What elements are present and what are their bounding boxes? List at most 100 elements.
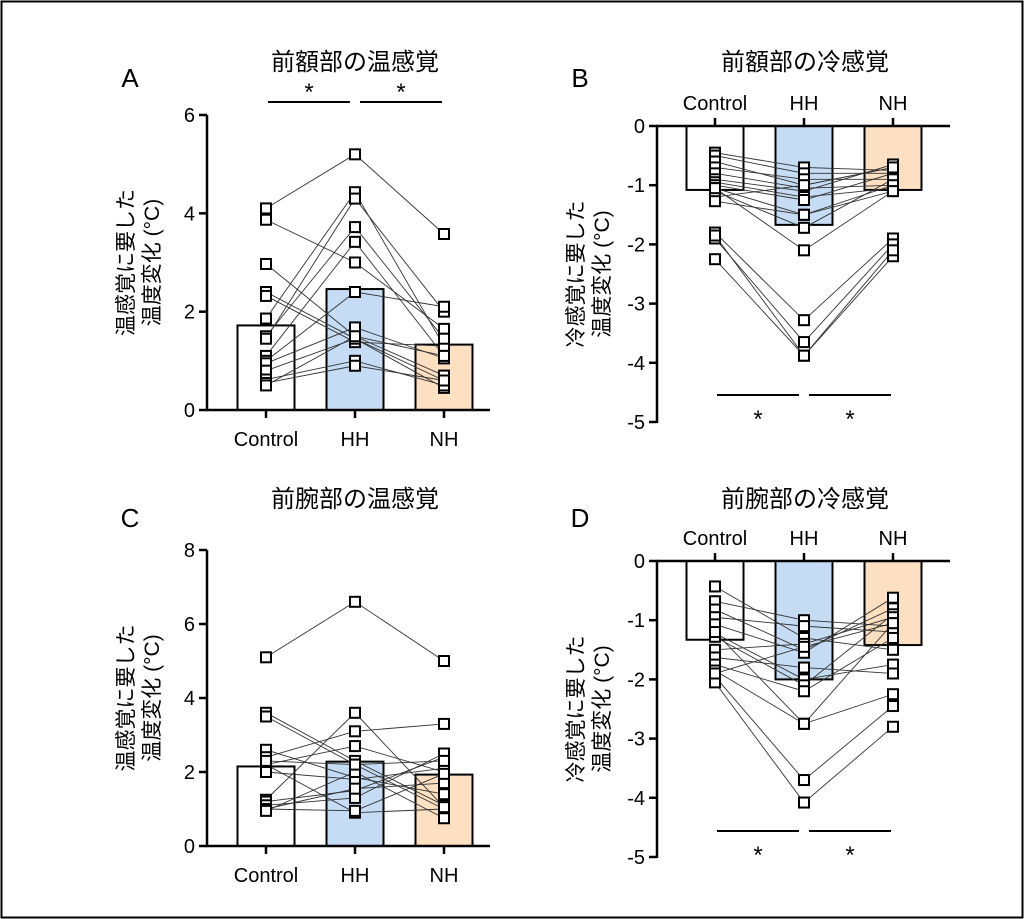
- significance-asterisk: *: [753, 406, 762, 433]
- data-point: [798, 774, 810, 787]
- data-point: [349, 740, 361, 753]
- data-point: [349, 359, 361, 372]
- x-tick-label: HH: [341, 865, 370, 887]
- data-point: [887, 720, 899, 733]
- data-point: [438, 812, 450, 825]
- data-point: [260, 213, 272, 226]
- x-tick-label: HH: [341, 429, 370, 451]
- data-point: [798, 179, 810, 192]
- y-tick-label: -4: [627, 353, 645, 375]
- data-point: [798, 314, 810, 327]
- data-point: [798, 796, 810, 809]
- x-tick-label: NH: [430, 865, 459, 887]
- y-tick-label: 2: [184, 302, 195, 324]
- y-tick-label: -2: [627, 234, 645, 256]
- x-tick-label: Control: [234, 865, 298, 887]
- significance-asterisk: *: [753, 842, 762, 869]
- data-point: [349, 804, 361, 817]
- x-tick-label: NH: [879, 528, 908, 550]
- data-point: [260, 289, 272, 302]
- y-tick-label: -5: [627, 847, 645, 869]
- data-point: [260, 202, 272, 215]
- data-point: [798, 336, 810, 349]
- data-point: [438, 322, 450, 335]
- y-axis-label: 冷感覚に要した温度変化 (°C): [565, 636, 614, 783]
- data-point: [438, 655, 450, 667]
- data-point: [887, 617, 899, 630]
- x-tick-label: NH: [430, 429, 459, 451]
- panel-letter: B: [571, 63, 588, 93]
- data-point: [709, 626, 721, 639]
- panel-title: 前腕部の冷感覚: [721, 486, 889, 513]
- data-point: [798, 661, 810, 674]
- y-axis-label-line: 温度変化 (°C): [591, 210, 614, 337]
- data-point: [349, 706, 361, 719]
- data-point: [438, 227, 450, 240]
- y-tick-label: 0: [634, 116, 645, 138]
- y-tick-label: 0: [184, 400, 195, 422]
- data-point: [438, 300, 450, 313]
- y-axis-label-line: 温度変化 (°C): [141, 199, 164, 326]
- data-point: [349, 221, 361, 234]
- y-tick-label: -3: [627, 729, 645, 751]
- y-axis-label-line: 温感覚に要した: [115, 625, 138, 772]
- x-tick-label: Control: [683, 93, 747, 115]
- data-point: [887, 688, 899, 701]
- x-tick-label: Control: [683, 528, 747, 550]
- panel-letter: D: [571, 503, 590, 533]
- y-tick-label: -1: [627, 610, 645, 632]
- x-tick-label: HH: [790, 528, 819, 550]
- data-point: [887, 631, 899, 644]
- data-point: [798, 244, 810, 257]
- data-point: [260, 804, 272, 817]
- data-point: [798, 717, 810, 730]
- data-point: [349, 148, 361, 161]
- data-point: [260, 766, 272, 778]
- significance-asterisk: *: [396, 79, 405, 106]
- panel-letter: C: [121, 503, 140, 533]
- data-point: [709, 580, 721, 593]
- y-tick-label: 6: [184, 105, 195, 127]
- data-point: [349, 782, 361, 795]
- y-tick-label: 4: [184, 688, 195, 710]
- y-tick-label: 0: [634, 551, 645, 573]
- data-point: [349, 595, 361, 608]
- y-tick-label: 6: [184, 614, 195, 636]
- data-point: [798, 620, 810, 633]
- y-axis-label: 温感覚に要した温度変化 (°C): [115, 189, 164, 336]
- y-tick-label: 8: [184, 540, 195, 562]
- data-point: [798, 349, 810, 362]
- y-tick-label: -1: [627, 175, 645, 197]
- panel-b: B前額部の冷感覚冷感覚に要した温度変化 (°C)0-1-2-3-4-5Contr…: [565, 49, 950, 434]
- data-point: [887, 244, 899, 257]
- data-point: [438, 801, 450, 814]
- data-point: [349, 725, 361, 738]
- data-point: [438, 717, 450, 730]
- data-point: [438, 767, 450, 780]
- data-point: [260, 754, 272, 767]
- data-point: [260, 710, 272, 723]
- data-point: [887, 700, 899, 713]
- x-tick-label: Control: [234, 429, 298, 451]
- data-point: [798, 685, 810, 698]
- data-point: [438, 349, 450, 362]
- panel-title: 前額部の温感覚: [271, 49, 439, 76]
- data-point: [709, 253, 721, 266]
- data-point: [349, 256, 361, 269]
- x-tick-label: NH: [879, 93, 908, 115]
- data-point: [887, 185, 899, 198]
- x-tick-label: HH: [790, 93, 819, 115]
- y-axis-label-line: 温度変化 (°C): [591, 645, 614, 772]
- data-point: [349, 235, 361, 248]
- significance-asterisk: *: [845, 842, 854, 869]
- data-point: [260, 257, 272, 270]
- data-point: [349, 192, 361, 205]
- y-tick-label: -5: [627, 412, 645, 434]
- data-point: [798, 194, 810, 206]
- y-axis-label-line: 冷感覚に要した: [565, 201, 588, 348]
- data-point: [260, 651, 272, 664]
- data-point: [438, 374, 450, 387]
- data-point: [798, 208, 810, 221]
